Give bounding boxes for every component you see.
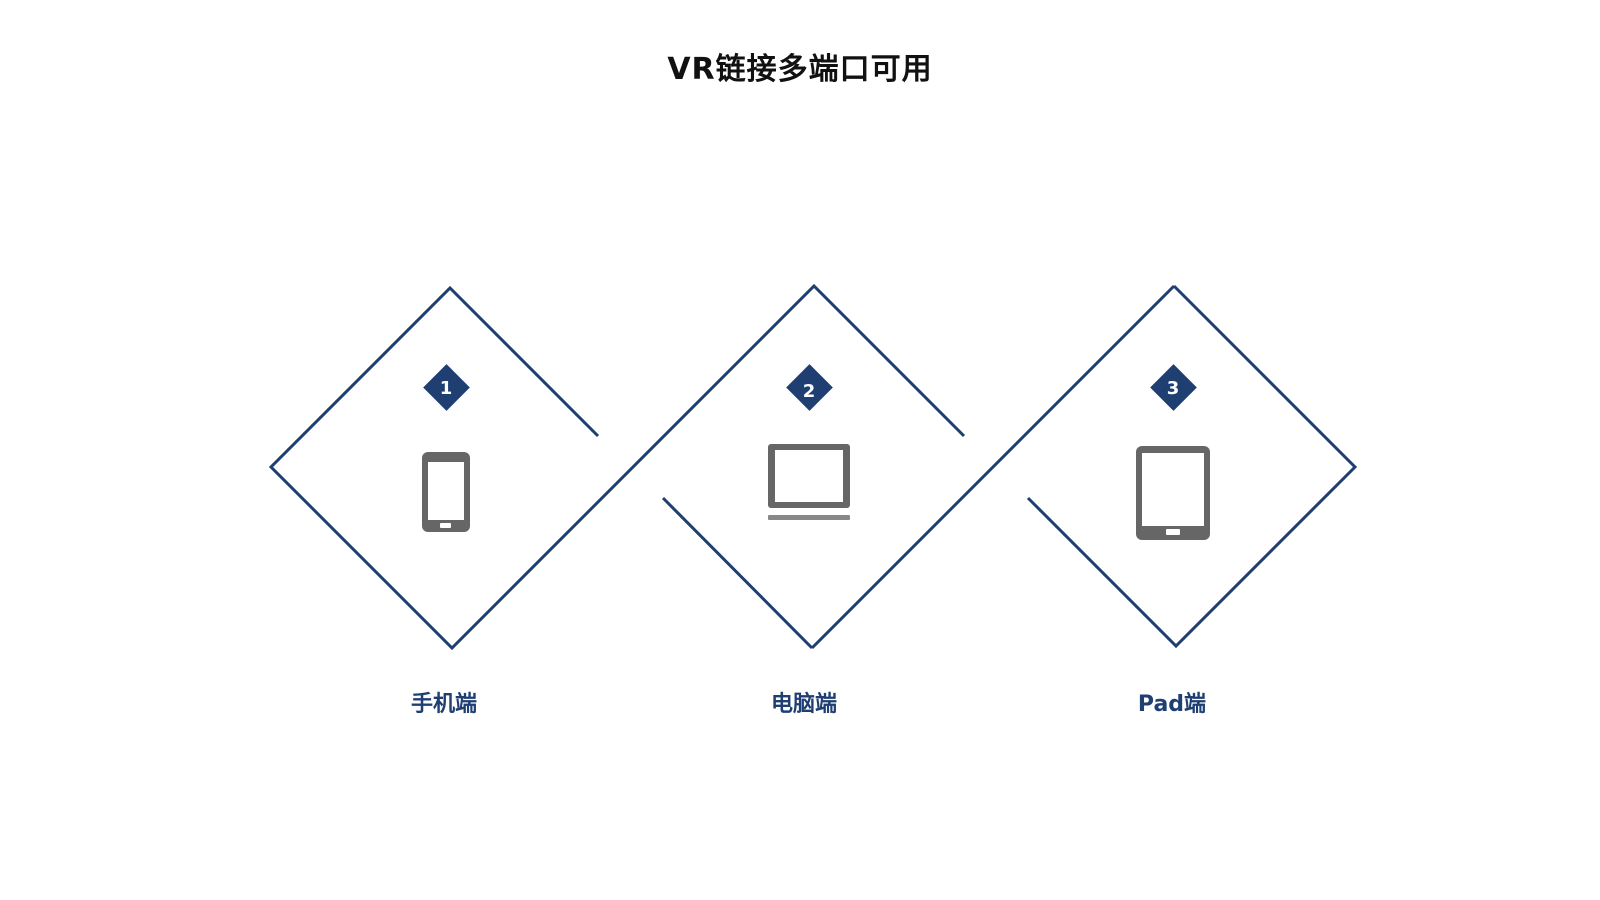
tablet-icon — [1136, 446, 1210, 540]
step-badge-3: 3 — [1150, 364, 1197, 411]
diamond-outline-3 — [1026, 284, 1358, 649]
step-number-3: 3 — [1167, 378, 1180, 399]
smartphone-icon — [422, 452, 470, 532]
step-label-1: 手机端 — [410, 692, 477, 717]
step-badge-1: 1 — [423, 364, 470, 411]
step-number-2: 2 — [803, 381, 816, 402]
slide-title: VR链接多端口可用 — [667, 52, 933, 87]
step-badge-2: 2 — [786, 364, 833, 411]
step-number-1: 1 — [440, 378, 453, 399]
laptop-icon — [768, 444, 850, 520]
step-label-2: 电脑端 — [770, 692, 837, 717]
step-label-3: Pad端 — [1137, 692, 1207, 717]
diamond-outline-1 — [268, 283, 966, 651]
diamond-outline-2 — [661, 284, 1176, 650]
